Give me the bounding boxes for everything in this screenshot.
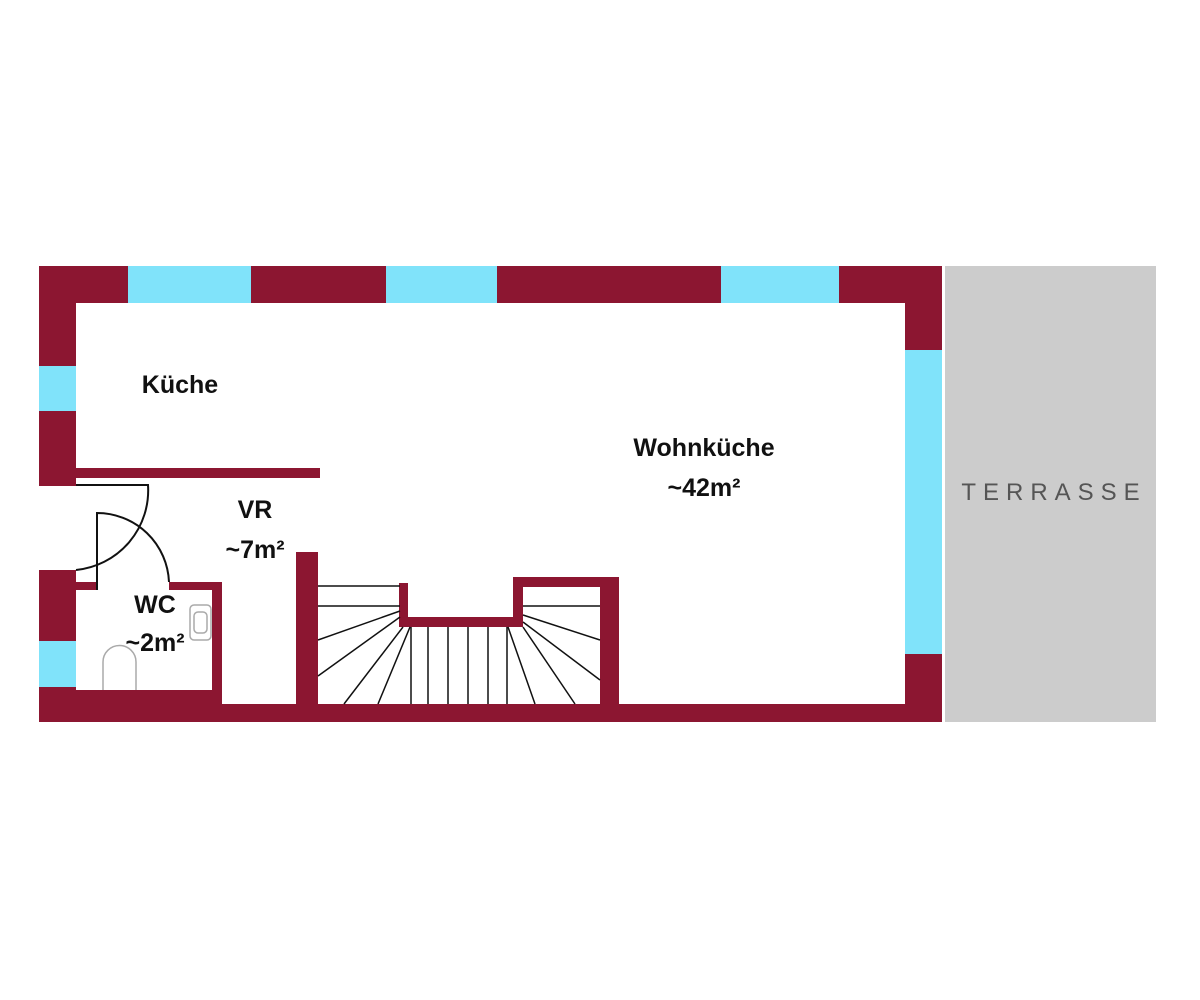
room-area-wohnkueche: ~42m² <box>668 474 741 502</box>
room-label-wc: WC <box>134 591 176 619</box>
doors <box>75 484 170 590</box>
windows <box>39 266 942 687</box>
room-area-wc: ~2m² <box>125 629 184 657</box>
wc-fixtures <box>102 604 212 690</box>
wc-door-swing <box>96 511 170 590</box>
terrace-area <box>945 266 1156 722</box>
entry-door-swing <box>75 484 150 571</box>
room-area-vr: ~7m² <box>225 536 284 564</box>
room-label-wohnkueche: Wohnküche <box>633 434 774 462</box>
staircase <box>317 585 601 705</box>
room-label-kueche: Küche <box>142 371 219 399</box>
room-label-terrasse: TERRASSE <box>961 479 1146 506</box>
room-label-vr: VR <box>238 496 273 524</box>
toilet-icon <box>102 644 137 690</box>
